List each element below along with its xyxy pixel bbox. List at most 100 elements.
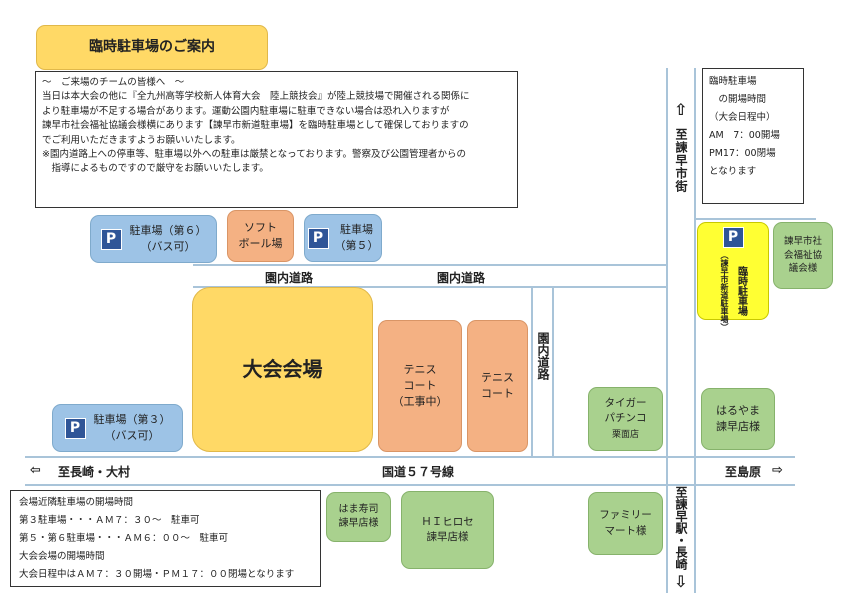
temp-parking-sublabel: （諫早市新道駐車場） — [720, 251, 730, 331]
welfare-line2: 会福祉協 — [783, 249, 822, 261]
hours-line: 第３駐車場・・・ＡＭ７：３０～ 駐車可 — [19, 515, 200, 526]
tennis-2-text: テニス コート — [481, 370, 514, 402]
parking-icon: P — [100, 228, 122, 250]
temp-hours-line: となります — [709, 166, 757, 177]
familymart-store: ファミリー マート様 — [588, 492, 663, 555]
hihirose-line2: 諫早店様 — [426, 531, 469, 543]
parking-3-line2: （バス可） — [104, 429, 160, 442]
welfare-council: 諫早市社 会福祉協 議会様 — [773, 222, 833, 289]
main-road-left-edge — [666, 68, 668, 593]
haruyama-line2: 諫早店様 — [716, 420, 760, 433]
inner-road-vertical-line — [531, 286, 533, 456]
hamazushi-line1: はま寿司 — [338, 503, 379, 515]
down-arrow-icon: ⇩ — [674, 572, 688, 591]
inner-road-vertical-line-2 — [552, 286, 554, 456]
tennis-court-2: テニス コート — [467, 320, 528, 452]
main-road-right-edge — [694, 68, 696, 593]
temp-hours-line: （大会日程中） — [709, 112, 776, 123]
notice-line: ※園内道路上への停車等、駐車場以外への駐車は厳禁となっております。警察及び公園管… — [42, 149, 466, 161]
temp-parking: P 臨時駐車場 （諫早市新道駐車場） — [697, 222, 769, 331]
hours-line: 大会日程中はＡＭ７：３０開場・ＰＭ１７：００閉場となります — [19, 569, 295, 580]
to-nagasaki-label: 至長崎・大村 — [58, 465, 131, 479]
tiger-line1: タイガー — [604, 397, 647, 410]
notice-line: 当日は本大会の他に『全九州高等学校新人体育大会 陸上競技会』が陸上競技場で開催さ… — [42, 91, 470, 103]
parking-5-line2: （第５） — [334, 239, 379, 252]
tennis-1-line2: コート — [403, 379, 437, 393]
temp-hours-line: PM17：00閉場 — [709, 148, 776, 159]
softball-field: ソフト ボール場 — [227, 210, 294, 262]
notice-line: 指導によるものですので厳守をお願いいたします。 — [42, 163, 269, 175]
familymart-text: ファミリー マート様 — [599, 508, 652, 538]
main-venue: 大会会場 — [192, 287, 373, 452]
temp-parking-label: 臨時駐車場 — [735, 266, 747, 316]
route57-label: 国道５７号線 — [382, 465, 455, 479]
parking-icon: P — [722, 227, 744, 248]
hours-line: 会場近隣駐車場の開場時間 — [19, 497, 134, 508]
page-title: 臨時駐車場のご案内 — [36, 25, 268, 70]
hihirose-store: ＨＩヒロセ 諫早店様 — [401, 491, 494, 569]
softball-line1: ソフト — [244, 221, 277, 235]
tiger-text: タイガー パチンコ 栗面店 — [605, 396, 647, 442]
tennis-2-line2: コート — [481, 387, 514, 400]
inner-road-horizontal — [193, 264, 668, 266]
parking-5: P 駐車場 （第５） — [304, 214, 382, 262]
temp-hours-line: AM 7：00開場 — [709, 130, 780, 141]
softball-line2: ボール場 — [238, 237, 283, 250]
left-arrow-icon: ⇦ — [30, 463, 41, 478]
tennis-1-line1: テニス — [403, 363, 437, 377]
right-arrow-icon: ⇨ — [772, 463, 783, 478]
parking-icon: P — [64, 417, 86, 439]
parking-5-line1: 駐車場 — [340, 223, 373, 237]
side-road-horizontal — [696, 218, 816, 220]
temp-hours-line: の開場時間 — [709, 94, 767, 105]
parking-5-text: 駐車場 （第５） — [335, 222, 379, 254]
familymart-line2: マート様 — [604, 524, 647, 537]
notice-line: でご利用いただきますようお願いいたします。 — [42, 134, 241, 146]
hamazushi-line2: 諫早店様 — [338, 518, 379, 529]
tennis-1-text: テニス コート （工事中） — [393, 362, 448, 410]
parking-6-text: 駐車場（第６） （バス可） — [130, 223, 207, 255]
notice-box: ～ ご来場のチームの皆様へ ～ 当日は本大会の他に『全九州高等学校新人体育大会 … — [35, 71, 518, 208]
tennis-2-line1: テニス — [481, 371, 514, 385]
tiger-pachinko: タイガー パチンコ 栗面店 — [588, 387, 663, 451]
tiger-line3: 栗面店 — [611, 429, 639, 440]
route57-top-edge — [25, 456, 795, 458]
welfare-line1: 諫早市社 — [783, 235, 822, 247]
inner-road-label: 園内道路 — [265, 271, 314, 285]
to-isahaya-city-label: 至諫早市街 — [674, 128, 688, 193]
hihirose-line1: ＨＩヒロセ — [421, 515, 474, 528]
temp-parking-hours-box: 臨時駐車場 の開場時間 （大会日程中） AM 7：00開場 PM17：00閉場 … — [702, 68, 804, 204]
haruyama-text: はるやま 諫早店様 — [716, 403, 760, 435]
hihirose-text: ＨＩヒロセ 諫早店様 — [421, 515, 474, 545]
softball-text: ソフト ボール場 — [239, 220, 283, 252]
parking-3-line1: 駐車場（第３） — [93, 413, 171, 427]
parking-6-line2: （バス可） — [140, 240, 196, 253]
tennis-court-1: テニス コート （工事中） — [378, 320, 462, 452]
temp-hours-line: 臨時駐車場 — [709, 76, 757, 87]
hamazushi-store: はま寿司 諫早店様 — [326, 492, 391, 542]
haruyama-store: はるやま 諫早店様 — [701, 388, 775, 450]
notice-line: ～ ご来場のチームの皆様へ ～ — [42, 77, 185, 88]
notice-line: 諫早市社会福祉協議会様横にあります【諫早市新道駐車場】を臨時駐車場として確保して… — [42, 120, 469, 132]
welfare-text: 諫早市社 会福祉協 議会様 — [784, 235, 822, 276]
parking-6: P 駐車場（第６） （バス可） — [90, 215, 217, 263]
notice-line: より駐車場が不足する場合があります。運動公園内駐車場に駐車できない場合は恐れ入り… — [42, 105, 450, 117]
inner-road-label-2: 園内道路 — [437, 271, 486, 285]
up-arrow-icon: ⇧ — [674, 100, 688, 119]
route57-bottom-edge — [25, 484, 795, 486]
familymart-line1: ファミリー — [599, 509, 652, 522]
parking-3-text: 駐車場（第３） （バス可） — [94, 412, 171, 444]
hours-line: 大会会場の開場時間 — [19, 551, 105, 562]
parking-icon: P — [307, 227, 329, 249]
haruyama-line1: はるやま — [716, 404, 760, 418]
to-isahaya-station-label: 至諫早駅・長崎 — [674, 486, 688, 570]
parking-3: P 駐車場（第３） （バス可） — [52, 404, 183, 452]
to-shimabara-label: 至島原 — [725, 465, 762, 479]
parking-6-line1: 駐車場（第６） — [129, 224, 207, 238]
tennis-1-line3: （工事中） — [392, 394, 448, 408]
inner-road-horizontal-2 — [193, 286, 668, 288]
venue-hours-box: 会場近隣駐車場の開場時間 第３駐車場・・・ＡＭ７：３０～ 駐車可 第５・第６駐車… — [10, 490, 321, 587]
hamazushi-text: はま寿司 諫早店様 — [339, 503, 379, 532]
inner-road-vertical-label: 園内道路 — [536, 332, 550, 380]
hours-line: 第５・第６駐車場・・・ＡＭ６：００～ 駐車可 — [19, 533, 229, 544]
